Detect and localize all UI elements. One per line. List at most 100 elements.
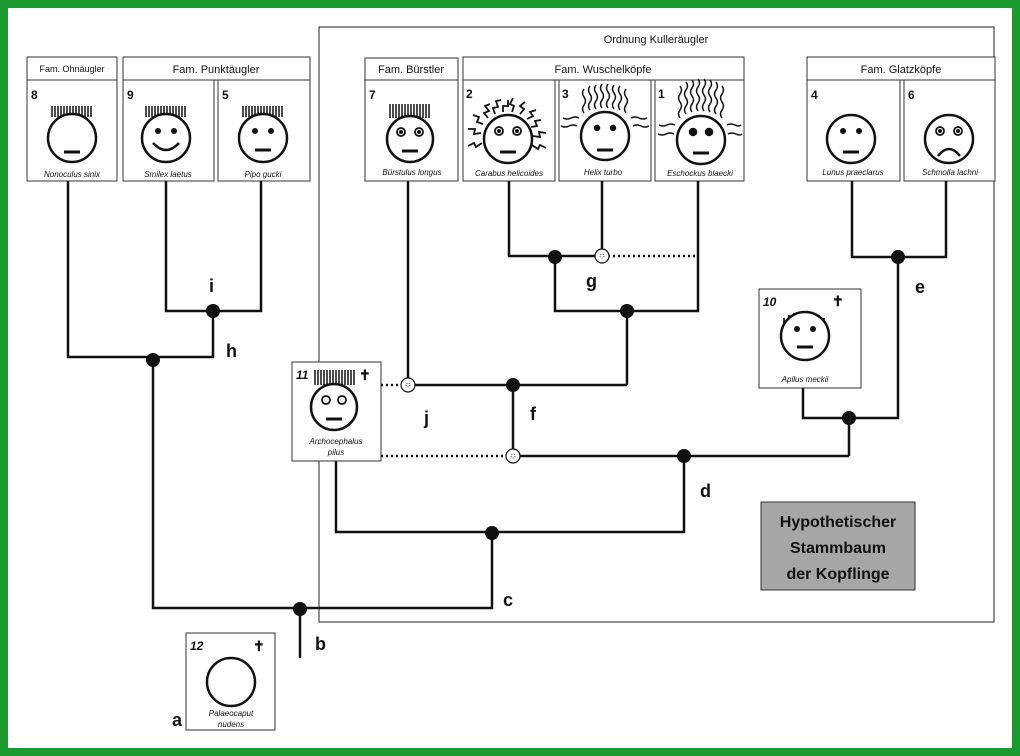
face-4: [825, 113, 877, 165]
species-card-2: 2 Carabus helicoides: [462, 79, 556, 182]
branch-2: [507, 181, 555, 258]
branch-wusch-inner: [553, 256, 627, 313]
extinct-icon: ✝: [359, 367, 371, 383]
node-labels: a b c d e f g h i j: [172, 271, 925, 730]
species-number-6: 6: [908, 88, 915, 102]
species-card-8: 8 Nonoculus sinix: [26, 79, 118, 182]
branch-8: [66, 181, 153, 359]
face-10: [779, 310, 831, 362]
branch-c-b: [300, 532, 494, 610]
face-1: [657, 78, 743, 166]
face-8: [46, 106, 98, 164]
node-d-open: [505, 448, 521, 464]
species-number-9: 9: [127, 88, 134, 102]
face-9: [140, 106, 192, 164]
node-f: [506, 378, 520, 392]
extinct-icon: ✝: [832, 293, 844, 309]
branch-h-b: [151, 357, 300, 610]
family-burst: Fam. Bürstler: [364, 57, 459, 81]
species-number-5: 5: [222, 88, 229, 102]
branch-1: [627, 181, 700, 313]
tree-branches: [66, 181, 948, 658]
family-glatz-label: Fam. Glatzköpfe: [861, 64, 942, 76]
species-name-12-line-2: nudens: [218, 720, 244, 729]
node-e: [891, 250, 905, 264]
species-card-11: 11 ✝ Archocephalus pilus: [291, 361, 382, 462]
species-name-6: Schmolla lachni: [922, 168, 978, 177]
branch-4: [850, 181, 898, 259]
species-name-5: Pipo gucki: [245, 170, 282, 179]
species-number-1: 1: [658, 87, 665, 101]
family-wusch-label: Fam. Wuschelköpfe: [554, 64, 651, 76]
node-d: [677, 449, 691, 463]
face-7: [385, 104, 435, 164]
family-ohn-label: Fam. Ohnäugler: [39, 64, 104, 74]
face-5: [237, 106, 289, 164]
species-name-9: Smilex laetus: [144, 170, 192, 179]
species-name-8: Nonoculus sinix: [44, 170, 101, 179]
node-g-dots: [599, 253, 605, 259]
face-11: [309, 370, 359, 432]
node-b: [293, 602, 307, 616]
title-box: Hypothetischer Stammbaum der Kopflinge: [760, 501, 916, 591]
title-line-2: Stammbaum: [790, 540, 886, 557]
species-name-10: Apilus meckii: [781, 375, 829, 384]
title-line-1: Hypothetischer: [780, 514, 896, 531]
node-label-a: a: [172, 710, 183, 730]
family-punkt: Fam. Punktäugler: [122, 56, 311, 81]
species-name-3: Helix turbo: [584, 168, 623, 177]
species-card-5: 5 Pipo gucki: [217, 79, 311, 182]
species-card-4: 4 Lunus praeclarus: [806, 79, 901, 182]
species-name-7: Bürstulus longus: [382, 168, 441, 177]
species-number-2: 2: [466, 87, 473, 101]
branch-i-h: [153, 311, 215, 359]
branch-d-c: [492, 456, 686, 534]
species-name-4: Lunus praeclarus: [822, 168, 883, 177]
face-2: [467, 97, 547, 165]
species-number-11: 11: [296, 368, 309, 382]
node-j-dots: [405, 382, 411, 388]
node-g: [594, 248, 610, 264]
family-burst-label: Fam. Bürstler: [378, 64, 444, 76]
species-name-12-line-1: Palaeocaput: [209, 709, 254, 718]
species-card-7: 7 Bürstulus longus: [364, 79, 459, 182]
branch-3: [555, 181, 604, 258]
node-e2: [842, 411, 856, 425]
node-label-d: d: [700, 481, 711, 501]
node-label-i: i: [209, 276, 214, 296]
family-glatz: Fam. Glatzköpfe: [806, 56, 996, 81]
node-wusch: [620, 304, 634, 318]
dotted-links: [381, 254, 698, 458]
node-label-g: g: [586, 271, 597, 291]
node-label-j: j: [423, 408, 429, 428]
family-punkt-label: Fam. Punktäugler: [173, 64, 260, 76]
node-j: [400, 377, 416, 393]
family-wusch: Fam. Wuschelköpfe: [462, 56, 745, 81]
node-h: [146, 353, 160, 367]
branch-10: [801, 388, 849, 420]
node-label-b: b: [315, 634, 326, 654]
node-c: [485, 526, 499, 540]
order-label: Ordnung Kulleräugler: [604, 34, 709, 46]
species-card-1: 1 Eschockus blaecki: [654, 78, 745, 182]
species-name-11-line-1: Archocephalus: [309, 437, 363, 446]
branch-5: [213, 181, 263, 313]
species-name-1: Eschockus blaecki: [667, 169, 733, 178]
node-label-f: f: [530, 404, 537, 424]
species-name-2: Carabus helicoides: [475, 169, 543, 178]
order-box: [318, 26, 995, 623]
branch-6: [898, 181, 948, 259]
branch-9: [164, 181, 213, 313]
face-6: [923, 113, 975, 165]
extinct-icon: ✝: [253, 638, 265, 654]
species-name-11-line-2: pilus: [327, 448, 344, 457]
species-number-8: 8: [31, 88, 38, 102]
node-label-h: h: [226, 341, 237, 361]
face-3: [560, 83, 650, 162]
species-card-3: 3 Helix turbo: [558, 79, 652, 182]
node-d-open-dots: [510, 453, 516, 459]
species-number-3: 3: [562, 87, 569, 101]
family-ohn: Fam. Ohnäugler: [26, 56, 118, 81]
node-wusch-inner: [548, 250, 562, 264]
